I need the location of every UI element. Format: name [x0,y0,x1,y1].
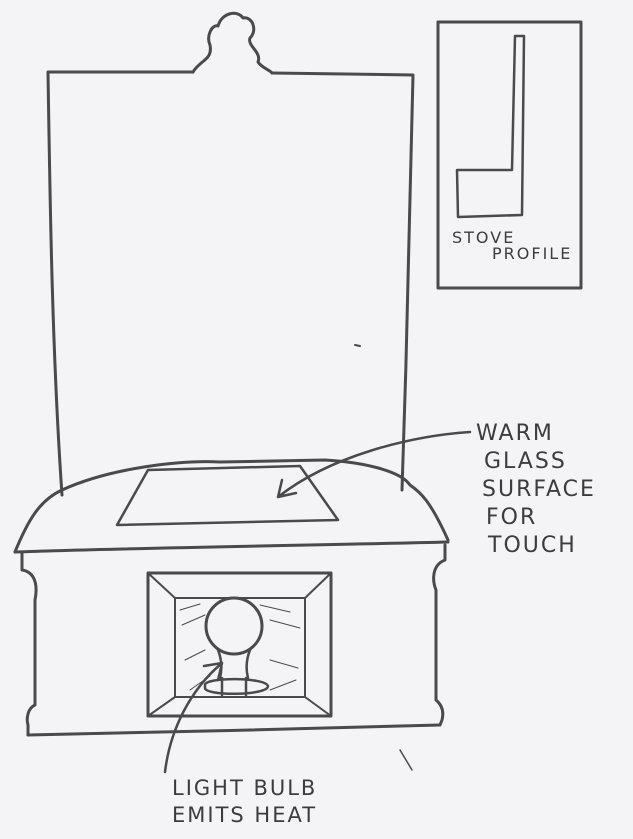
bulb-socket [205,650,268,695]
light-bulb [206,598,262,654]
stove-profile-caption: STOVE PROFILE [452,230,572,262]
caption-line: FOR [486,507,596,529]
base-right-side [434,545,445,725]
caption-line: SURFACE [482,479,596,501]
glass-plate [117,466,338,525]
stove-body [48,72,413,495]
caption-line: EMITS HEAT [172,805,317,826]
glass-arrow [278,432,470,497]
light-bulb-caption: LIGHT BULB EMITS HEAT [172,778,317,826]
base-bottom [28,725,440,735]
top-finial [193,13,272,73]
glow-hatching [180,604,300,690]
caption-line: LIGHT BULB [172,778,317,799]
caption-line: WARM [476,423,596,445]
warm-glass-caption: WARM GLASS SURFACE FOR TOUCH [476,423,596,557]
glass-ledge [15,460,448,552]
caption-line: GLASS [484,451,596,473]
stray-mark [400,750,412,770]
profile-outline [457,36,524,217]
stray-mark [355,345,360,346]
base-left-side [22,552,36,735]
caption-line: TOUCH [488,535,596,557]
base-cornice [15,542,448,552]
caption-line: PROFILE [492,246,572,262]
